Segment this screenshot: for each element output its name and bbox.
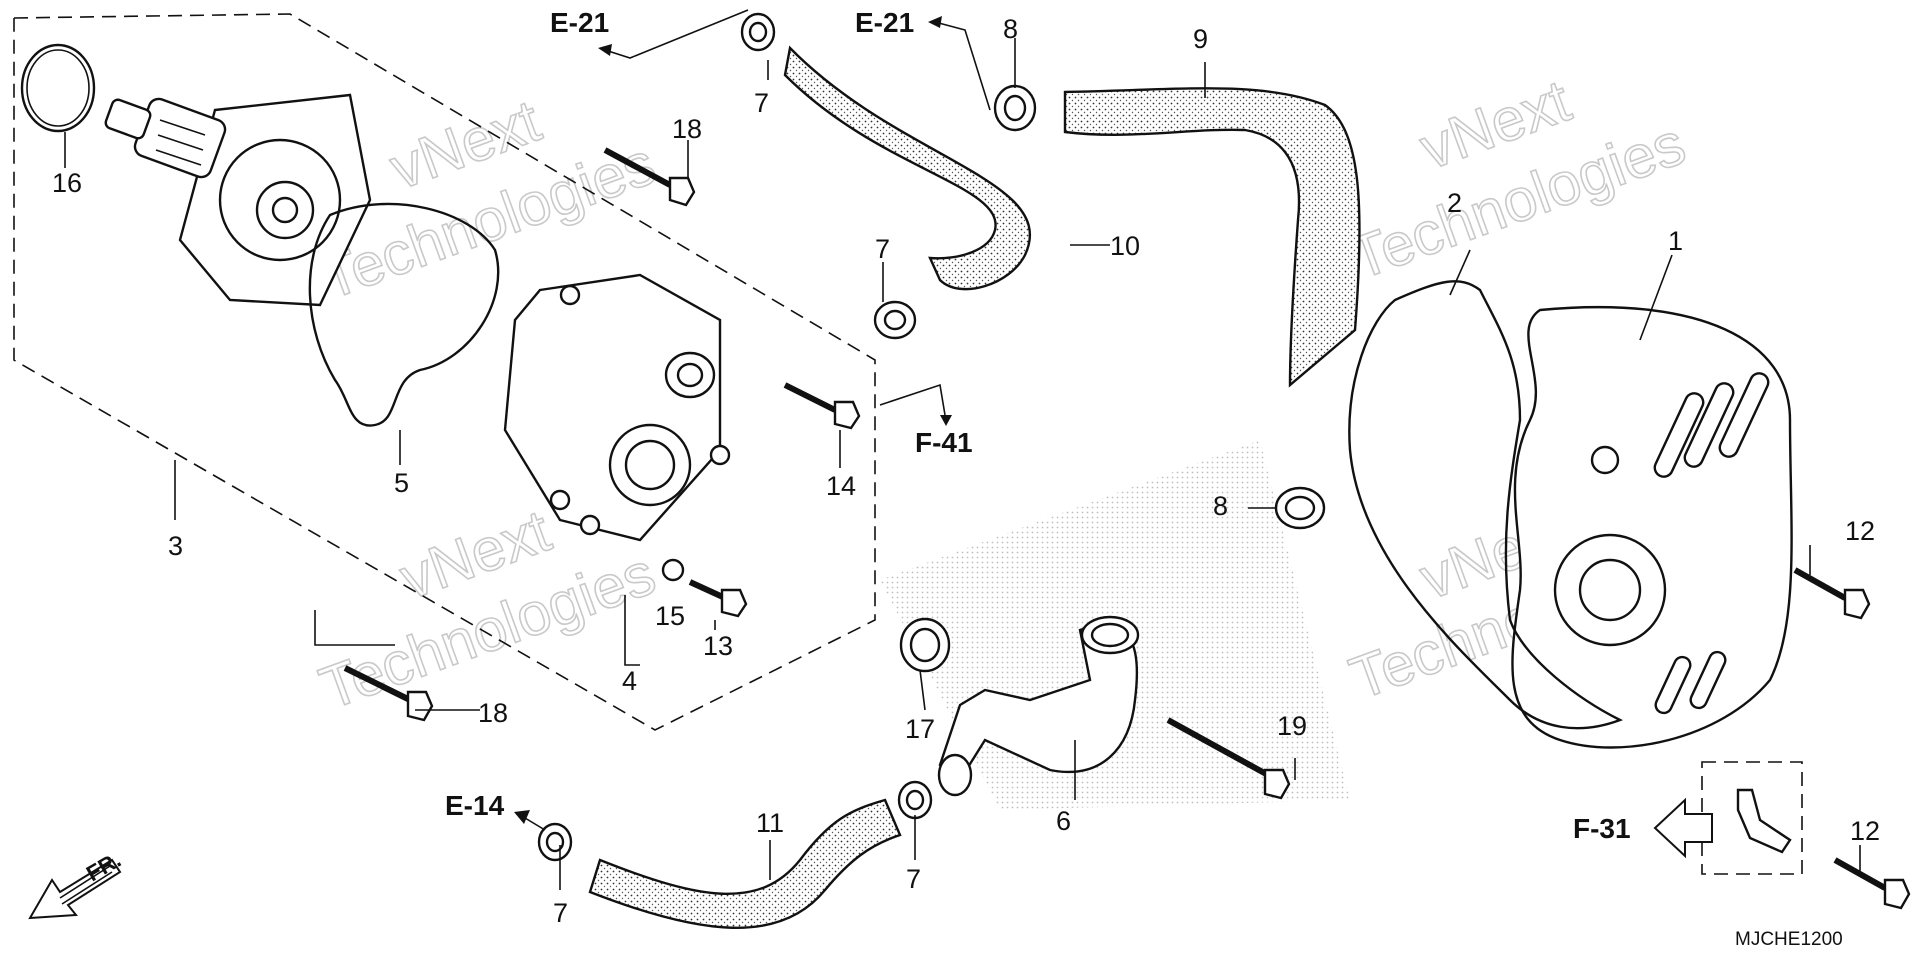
bolt-18-lower xyxy=(343,665,434,722)
hose-9 xyxy=(1063,87,1361,388)
callout-16: 16 xyxy=(52,168,82,198)
ref-f31: F-31 xyxy=(1573,813,1631,844)
callout-5: 5 xyxy=(394,468,409,498)
callout-17: 17 xyxy=(905,714,935,744)
callout-18: 18 xyxy=(478,698,508,728)
hose-clamp-7d xyxy=(897,780,933,820)
callout-10: 10 xyxy=(1110,231,1140,261)
water-pipe-6 xyxy=(937,615,1140,797)
bolt-18-upper xyxy=(603,147,696,207)
arrow-e21-a xyxy=(604,9,749,59)
callout-4: 4 xyxy=(622,666,637,696)
hose-clamp-7b xyxy=(873,300,917,340)
callout-6: 6 xyxy=(1056,806,1071,836)
hose-clamp-7c xyxy=(537,822,573,862)
callout-9: 9 xyxy=(1193,24,1208,54)
callout-2: 2 xyxy=(1447,188,1462,218)
bolt-14 xyxy=(783,382,861,430)
diagram-code: MJCHE1200 xyxy=(1735,929,1843,950)
ref-f41: F-41 xyxy=(915,427,973,458)
hose-clamp-8a xyxy=(993,84,1037,132)
seal-17 xyxy=(899,617,951,673)
callout-18: 18 xyxy=(672,114,702,144)
hose-clamp-7a xyxy=(740,12,776,52)
callout-14: 14 xyxy=(826,471,856,501)
callout-7: 7 xyxy=(754,88,769,118)
water-pump-body xyxy=(104,93,372,307)
callout-15: 15 xyxy=(655,601,685,631)
callout-13: 13 xyxy=(703,631,733,661)
assembly-frame-3 xyxy=(13,13,876,731)
gasket-5 xyxy=(308,202,500,427)
ref-e21-b: E-21 xyxy=(855,7,914,38)
side-cover-1 xyxy=(1511,306,1793,749)
callout-7: 7 xyxy=(875,234,890,264)
bolt-19 xyxy=(1166,717,1291,800)
bolt-12-upper xyxy=(1793,567,1871,620)
washer-15 xyxy=(661,558,685,582)
callout-8: 8 xyxy=(1213,491,1228,521)
arrow-e14 xyxy=(524,817,546,831)
callout-7: 7 xyxy=(906,864,921,894)
leader-lines xyxy=(64,38,1861,890)
front-arrow: FR. xyxy=(28,847,125,920)
bolt-13 xyxy=(688,579,748,618)
callout-8: 8 xyxy=(1003,14,1018,44)
callout-12: 12 xyxy=(1845,516,1875,546)
bracket xyxy=(1736,788,1792,854)
callout-19: 19 xyxy=(1277,711,1307,741)
pump-cover-4 xyxy=(503,273,731,542)
callout-11: 11 xyxy=(756,808,784,838)
bracket-box xyxy=(1701,761,1803,875)
ref-e21-a: E-21 xyxy=(550,7,609,38)
callout-3: 3 xyxy=(168,531,183,561)
arrow-f31 xyxy=(1653,797,1713,859)
hose-11 xyxy=(588,798,902,929)
arrow-e21-b xyxy=(934,21,991,111)
callout-12: 12 xyxy=(1850,816,1880,846)
hose-clamp-8b xyxy=(1274,486,1326,530)
ref-e14: E-14 xyxy=(445,790,505,821)
arrow-f41 xyxy=(879,383,946,416)
callout-7: 7 xyxy=(553,898,568,928)
o-ring-16 xyxy=(20,43,96,133)
gasket-2 xyxy=(1348,280,1623,730)
bolt-12-lower xyxy=(1833,857,1911,910)
callout-1: 1 xyxy=(1668,226,1683,256)
hose-10 xyxy=(783,45,1032,291)
